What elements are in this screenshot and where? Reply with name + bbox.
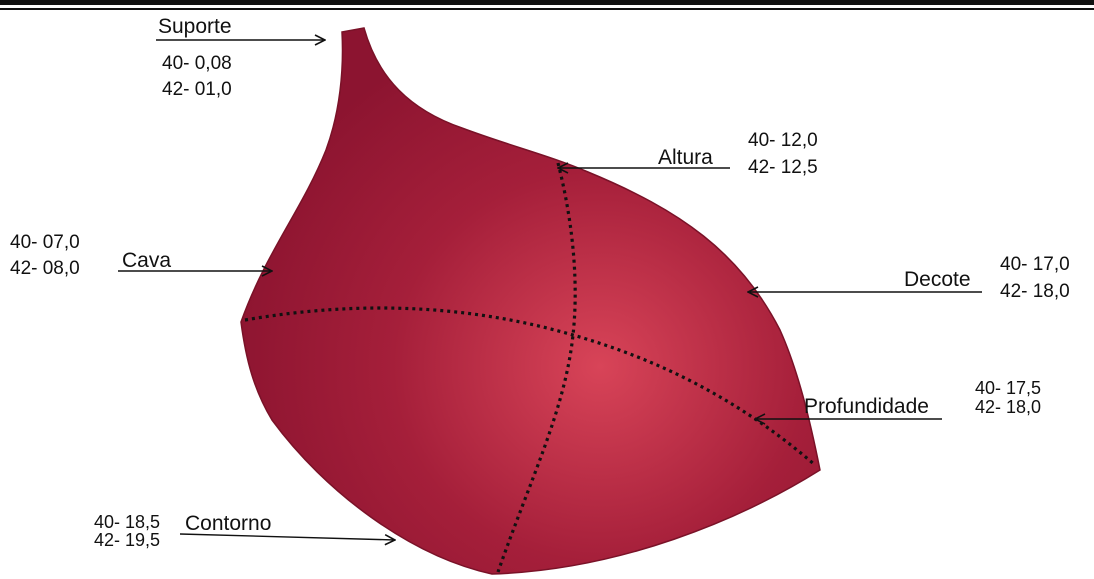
suporte-label: Suporte bbox=[158, 15, 232, 38]
contorno-leader bbox=[179, 533, 395, 540]
altura-value-42: 42- 12,5 bbox=[748, 157, 818, 178]
contorno-label: Contorno bbox=[185, 512, 272, 535]
suporte-value-42: 42- 01,0 bbox=[162, 79, 232, 100]
top-border-thick bbox=[0, 0, 1094, 5]
top-border-thin bbox=[0, 8, 1094, 10]
cava-label: Cava bbox=[122, 249, 172, 272]
altura-label: Altura bbox=[658, 146, 713, 169]
decote-label: Decote bbox=[904, 268, 971, 291]
seam-vertical bbox=[496, 162, 577, 573]
profundidade-value-40: 40- 17,5 bbox=[975, 378, 1042, 398]
profundidade-label: Profundidade bbox=[804, 395, 929, 418]
altura-value-40: 40- 12,0 bbox=[748, 130, 818, 151]
decote-value-40: 40- 17,0 bbox=[1000, 254, 1070, 275]
profundidade-value-42: 42- 18,0 bbox=[975, 397, 1042, 417]
seam-horizontal bbox=[244, 306, 817, 467]
cava-value-42: 42- 08,0 bbox=[10, 258, 80, 279]
contorno-value-42: 42- 19,5 bbox=[94, 530, 161, 550]
decote-value-42: 42- 18,0 bbox=[1000, 281, 1070, 302]
contorno-value-40: 40- 18,5 bbox=[94, 512, 161, 532]
suporte-value-40: 40- 0,08 bbox=[162, 53, 232, 74]
cava-value-40: 40- 07,0 bbox=[10, 232, 80, 253]
cup-piece bbox=[240, 27, 821, 575]
